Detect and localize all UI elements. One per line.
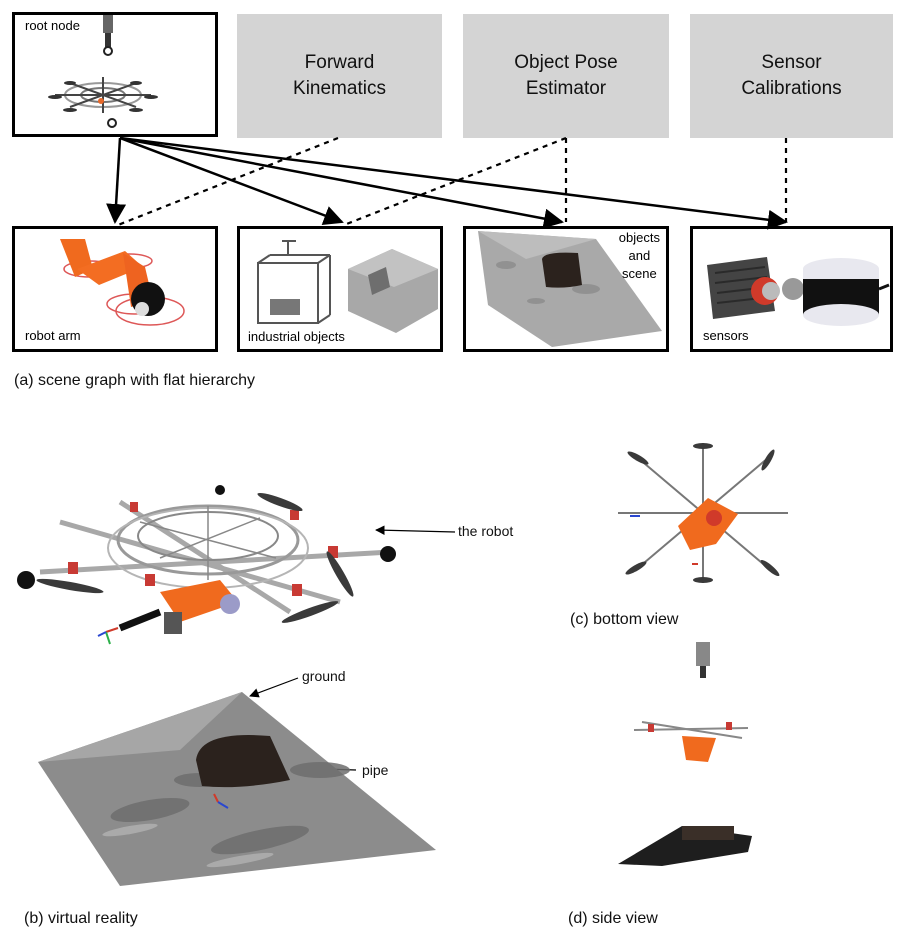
industrial-objects-label: industrial objects bbox=[248, 329, 345, 344]
sensors-frame: sensors bbox=[690, 226, 893, 352]
forward-kinematics-box: Forward Kinematics bbox=[237, 14, 442, 138]
arrow-to-robot-arm bbox=[106, 137, 127, 224]
side-view-image bbox=[618, 642, 752, 866]
arrow-the-robot bbox=[375, 525, 456, 536]
robot-arm-label: robot arm bbox=[25, 328, 81, 343]
objects-scene-frame: objects and scene bbox=[463, 226, 669, 352]
root-robot-thumbnail bbox=[48, 15, 158, 128]
caption-d: (d) side view bbox=[568, 910, 658, 927]
object-pose-estimator-box: Object Pose Estimator bbox=[463, 14, 669, 138]
virtual-reality-ground bbox=[38, 692, 436, 886]
arrow-to-sensors bbox=[119, 136, 788, 230]
virtual-reality-robot bbox=[17, 485, 396, 645]
annotation-pipe: pipe bbox=[362, 762, 389, 778]
arrow-to-objects-scene bbox=[119, 136, 564, 229]
objects-scene-thumbnail bbox=[478, 231, 662, 347]
annotation-ground: ground bbox=[302, 668, 346, 684]
annotation-the-robot: the robot bbox=[458, 523, 514, 539]
root-node-frame: root node bbox=[12, 12, 218, 137]
bottom-view-image bbox=[618, 443, 788, 583]
sensors-thumbnail bbox=[707, 257, 890, 326]
sensor-calibrations-box: Sensor Calibrations bbox=[690, 14, 893, 138]
caption-c: (c) bottom view bbox=[570, 611, 679, 628]
sensors-label: sensors bbox=[703, 328, 749, 343]
robot-arm-thumbnail bbox=[60, 239, 185, 326]
arrow-ground bbox=[249, 677, 299, 698]
industrial-objects-thumbnail bbox=[257, 240, 438, 333]
caption-b: (b) virtual reality bbox=[24, 910, 138, 927]
robot-arm-frame: robot arm bbox=[12, 226, 218, 352]
caption-a: (a) scene graph with flat hierarchy bbox=[14, 372, 255, 389]
objects-scene-label: objects and scene bbox=[618, 230, 660, 281]
industrial-objects-frame: industrial objects bbox=[237, 226, 443, 352]
root-node-label: root node bbox=[25, 18, 80, 33]
